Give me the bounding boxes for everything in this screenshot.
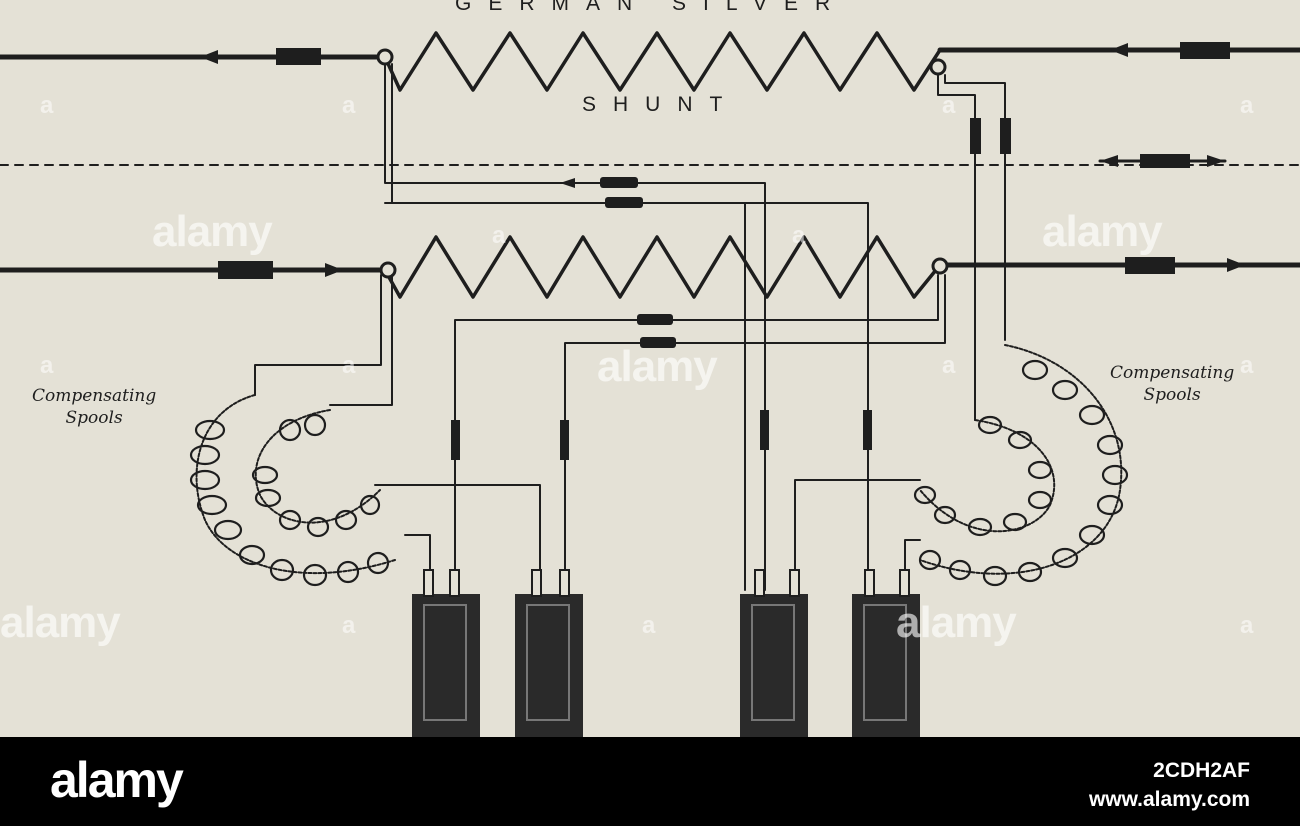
lower-lead-2 [564, 274, 946, 591]
watermark-mark: a [942, 352, 956, 379]
left-spool-lead-2 [329, 274, 393, 406]
bottom-right-plug [1125, 257, 1175, 274]
watermark-mark: a [1240, 352, 1254, 379]
german-silver-resistor [383, 31, 942, 92]
watermark: alamy [597, 342, 718, 391]
shunt-lead-2 [391, 63, 746, 591]
circuit-drawing [0, 31, 1300, 737]
flow-arrows [200, 43, 1245, 277]
lower-lead-plug-2 [640, 337, 676, 348]
circuit-diagram: GERMAN SILVER SHUNT Compensating Spools … [0, 0, 1300, 737]
image-id: 2CDH2AF [1153, 759, 1250, 782]
watermark-mark: a [342, 92, 356, 119]
left-spool-bottom-lead [374, 484, 541, 591]
site-url[interactable]: www.alamy.com [1088, 788, 1250, 811]
right-drop-plug-2 [1000, 118, 1011, 154]
german-silver-label: GERMAN SILVER [455, 0, 848, 15]
lead-plug-2 [605, 197, 643, 208]
stock-footer: alamy 2CDH2AF www.alamy.com [0, 737, 1300, 826]
top-right-terminal [929, 58, 947, 76]
right-drop-1 [937, 74, 976, 266]
right-spool-bottom-lead [794, 479, 921, 591]
shunt-lead-3 [384, 202, 869, 591]
bottom-left-plug [218, 261, 273, 279]
watermark-mark: a [342, 352, 356, 379]
right-drop-2 [944, 74, 1006, 341]
vertical-plug-2 [560, 420, 569, 460]
bottom-left-terminal [379, 261, 397, 279]
vertical-plug-1 [451, 420, 460, 460]
lower-resistor [383, 235, 942, 299]
watermark-mark: a [342, 612, 356, 639]
top-left-plug [276, 48, 321, 65]
top-left-terminal [376, 48, 394, 66]
lead-plug-1 [600, 177, 638, 188]
left-spool-lead-1 [254, 274, 382, 396]
shunt-label: SHUNT [582, 93, 740, 116]
vertical-plug-3 [760, 410, 769, 450]
watermark-mark: a [1240, 612, 1254, 639]
watermark-mark: a [492, 222, 506, 249]
compensating-spools-label-right: Compensating Spools [1110, 363, 1235, 405]
watermark-mark: a [942, 92, 956, 119]
battery-cells [412, 569, 920, 737]
watermark-mark: a [40, 92, 54, 119]
lower-lead-plug-1 [637, 314, 673, 325]
dashed-line-plug [1140, 154, 1190, 168]
cell-3 [740, 594, 808, 737]
watermark: alamy [0, 598, 121, 647]
cell-2 [515, 594, 583, 737]
watermark: alamy [896, 598, 1017, 647]
shunt-lead-1 [384, 63, 766, 591]
watermark-mark: a [642, 612, 656, 639]
watermark-mark: a [792, 222, 806, 249]
watermark: alamy [152, 207, 273, 256]
watermark-mark: a [40, 352, 54, 379]
cell-1 [412, 594, 480, 737]
right-drop-plug-1 [970, 118, 981, 154]
watermark-mark: a [1240, 92, 1254, 119]
watermark: alamy [1042, 207, 1163, 256]
alamy-logo: alamy [50, 752, 184, 808]
top-right-plug [1180, 42, 1230, 59]
left-spool-outer [195, 394, 396, 575]
vertical-plug-4 [863, 410, 872, 450]
coil-loops [189, 359, 1129, 587]
bottom-right-terminal [931, 257, 949, 275]
left-spool-inner [254, 409, 381, 524]
compensating-spools-label-left: Compensating Spools [32, 386, 157, 428]
